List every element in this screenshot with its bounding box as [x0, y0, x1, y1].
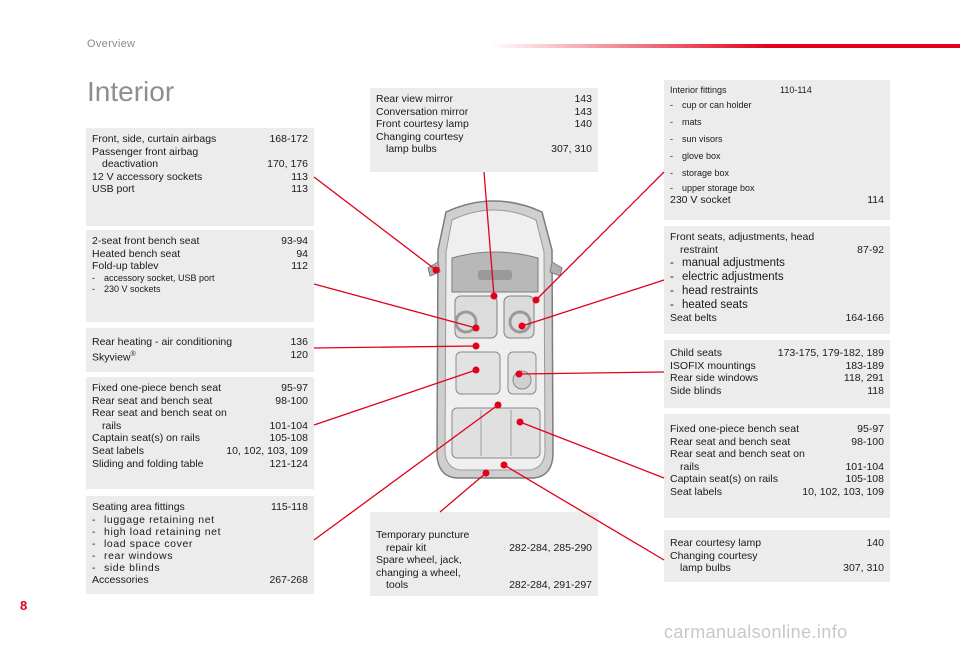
- sub-item: head restraints: [670, 284, 884, 298]
- ref-row: Spare wheel, jack, changing a wheel,tool…: [376, 554, 592, 592]
- section-header: Overview: [87, 38, 136, 50]
- sub-item: mats: [670, 114, 884, 131]
- sub-item: heated seats: [670, 298, 884, 312]
- sub-item: load space cover: [92, 538, 308, 550]
- sub-item: upper storage box: [670, 182, 884, 194]
- sub-item: manual adjustments: [670, 256, 884, 270]
- sub-item: accessory socket, USB port: [92, 273, 308, 285]
- sub-item: 230 V sockets: [92, 284, 308, 296]
- watermark: carmanualsonline.info: [664, 622, 848, 642]
- sub-item: rear windows: [92, 550, 308, 562]
- sub-item: side blinds: [92, 562, 308, 574]
- sub-item: sun visors: [670, 131, 884, 148]
- callout-dots: [432, 266, 540, 477]
- sub-item: electric adjustments: [670, 270, 884, 284]
- sub-item: cup or can holder: [670, 97, 884, 114]
- sub-item: storage box: [670, 165, 884, 182]
- van-illustration: [427, 200, 563, 479]
- sub-item: glove box: [670, 148, 884, 165]
- ref-row: Skyview®120: [92, 348, 308, 364]
- header-rule: [490, 44, 960, 48]
- page-title: Interior: [87, 76, 175, 107]
- page-number: 8: [20, 598, 28, 613]
- sub-item: luggage retaining net: [92, 514, 308, 526]
- sub-item: high load retaining net: [92, 526, 308, 538]
- callout-lines: [313, 171, 665, 561]
